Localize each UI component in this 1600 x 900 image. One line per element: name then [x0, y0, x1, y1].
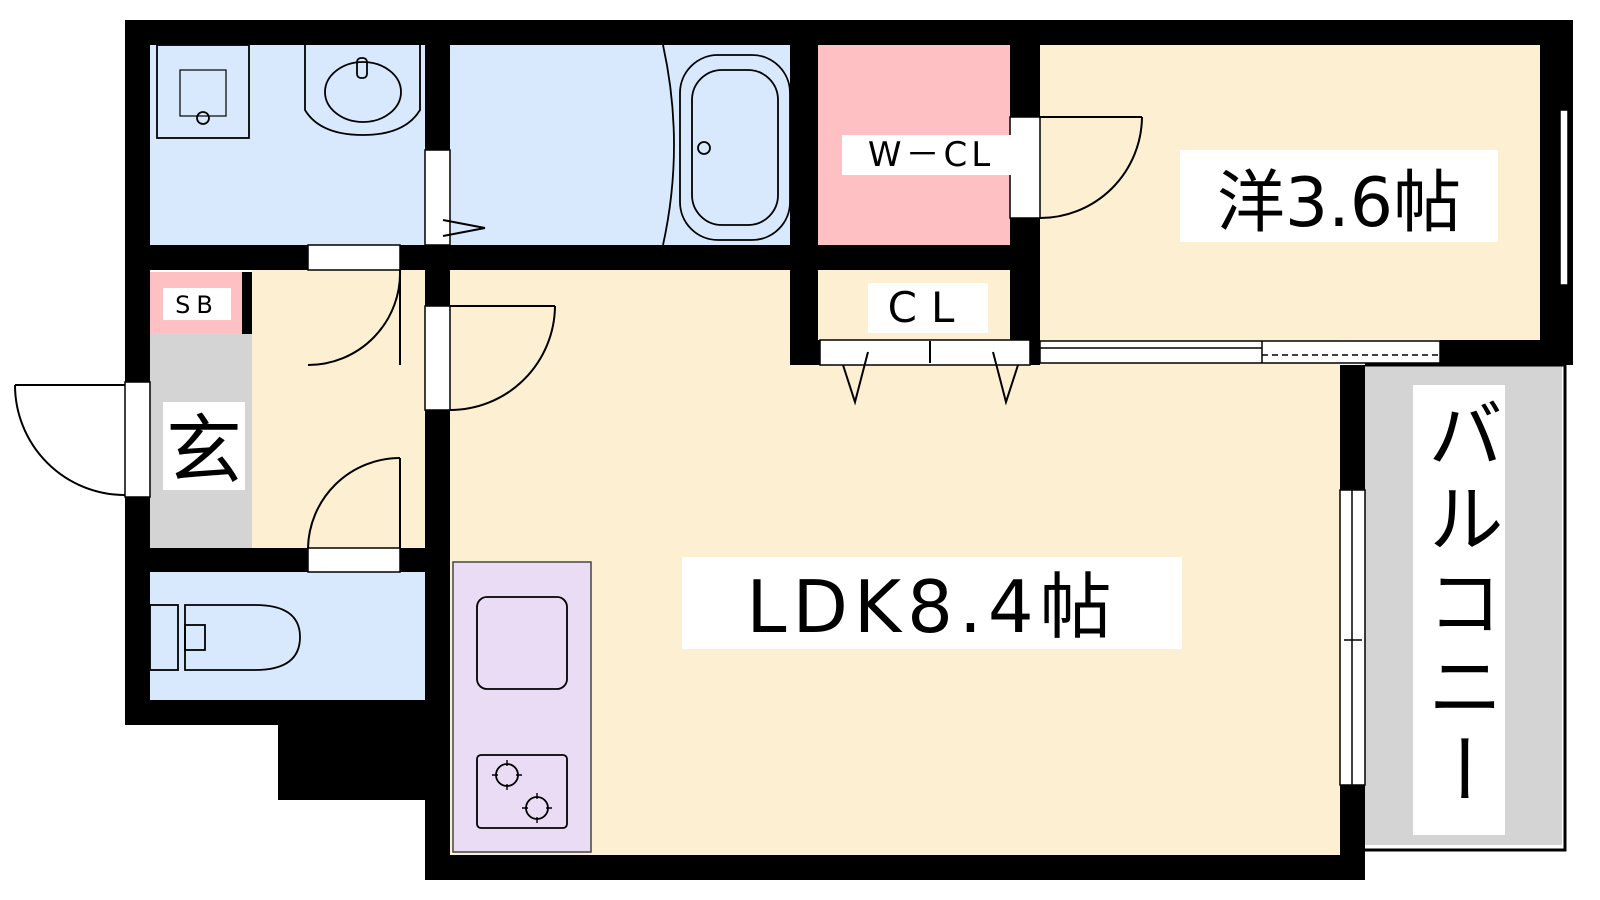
fixtures	[149, 44, 791, 829]
ldk-door	[449, 305, 556, 411]
closet-door-gap	[819, 339, 1031, 366]
closet-label: CL	[888, 283, 969, 332]
ldk-label-bg	[682, 557, 1182, 649]
wall-toilet-top	[150, 548, 450, 572]
washroom-floor	[150, 45, 425, 245]
wall-hall-ldk	[425, 270, 450, 306]
wall-right-top	[1568, 20, 1573, 365]
toilet-bowl	[184, 604, 301, 671]
wash-basin	[304, 45, 421, 136]
entry-door-gap	[124, 381, 151, 498]
bathtub-inner	[691, 69, 779, 226]
shoe-box-label-bg	[163, 288, 231, 320]
wic-label-bg	[842, 135, 1020, 175]
wall-wash-bath	[425, 45, 450, 150]
western-room-label: 洋3.6帖	[1217, 164, 1461, 243]
wash-bath-door-gap	[424, 149, 451, 246]
washroom-hall-door-gap	[307, 244, 401, 271]
balcony-label: バルコニー	[1415, 395, 1504, 815]
entrance-label-bg	[163, 402, 245, 490]
toilet	[149, 604, 301, 671]
closet-label-bg	[868, 283, 988, 333]
hall-ldk-door-gap	[424, 305, 451, 411]
closet-door-right	[992, 351, 1019, 406]
western-door-swing	[1039, 116, 1143, 219]
bathtub-curtain	[662, 44, 675, 246]
closet-door-left	[842, 351, 869, 406]
burner-marks	[492, 760, 552, 823]
faucet-icon	[356, 57, 368, 79]
wall-bottom	[425, 855, 1365, 880]
wall-bottom-left	[125, 700, 450, 725]
hallway-floor	[252, 270, 425, 548]
toilet-seat-hinge	[184, 624, 206, 651]
toilet-tank	[149, 604, 179, 671]
wash-basin-bowl	[324, 61, 402, 123]
wash-basin-counter	[304, 45, 421, 136]
washer-pan	[156, 44, 250, 139]
bath-door	[442, 219, 486, 237]
bath-door-line-2	[442, 227, 486, 237]
balcony-label-bg	[1413, 385, 1505, 835]
kitchen-counter	[452, 561, 592, 853]
kitchen-sink	[476, 596, 568, 690]
bathtub-drain-icon	[697, 141, 711, 155]
wall-horizontal-mid	[150, 245, 1030, 270]
toilet-door-gap	[307, 547, 401, 573]
ldk-door-swing	[449, 305, 556, 411]
doors	[14, 116, 1143, 549]
wall-left-lower	[125, 497, 150, 725]
bath-door-line	[442, 219, 486, 229]
stove-top	[476, 754, 568, 829]
toilet-door-swing	[307, 457, 401, 549]
wall-ldk-right-top	[1340, 365, 1365, 490]
western-door	[1039, 116, 1143, 219]
toilet-floor	[150, 572, 425, 700]
bathroom-floor	[450, 45, 790, 245]
entry-door	[14, 384, 126, 496]
toilet-door	[307, 457, 401, 549]
wall-western-bottom	[1440, 340, 1568, 365]
western-window	[1559, 109, 1569, 286]
shoe-box-label: SB	[175, 291, 219, 319]
western-label-bg	[1180, 150, 1498, 242]
balcony-outline	[1365, 363, 1567, 852]
floor-fills	[150, 45, 1562, 855]
washroom-door	[307, 269, 402, 366]
entrance-label: 玄	[166, 406, 242, 495]
wall-bath-wic	[790, 45, 818, 365]
stove	[476, 754, 568, 829]
wall-top	[125, 20, 1568, 45]
washer-pan-inner	[179, 69, 227, 117]
sliding-door-western	[1039, 340, 1441, 364]
entry-door-swing	[14, 384, 126, 496]
wall-hall-ldk-lower	[425, 410, 450, 560]
bathtub	[662, 44, 791, 246]
wall-left-upper	[125, 20, 150, 382]
wall-ldk-right-bottom	[1340, 785, 1365, 880]
bathtub-outer	[679, 54, 791, 241]
labels: W－CL CL SB 玄 洋3.6帖 LDK8.4帖 バルコニー	[163, 135, 1505, 835]
wall-step-block	[278, 725, 450, 800]
balcony-window	[1339, 489, 1366, 786]
washroom-door-swing	[307, 269, 402, 366]
washer-pan-outer	[156, 44, 250, 139]
wall-shoebox-right	[242, 272, 252, 334]
walk-in-closet-label: W－CL	[868, 135, 994, 175]
washer-drain-icon	[196, 111, 210, 125]
closet-doors	[842, 341, 1019, 406]
ldk-label: LDK8.4帖	[746, 565, 1117, 649]
sliding-door-track	[1039, 340, 1441, 364]
wall-wic-western	[1010, 45, 1040, 117]
